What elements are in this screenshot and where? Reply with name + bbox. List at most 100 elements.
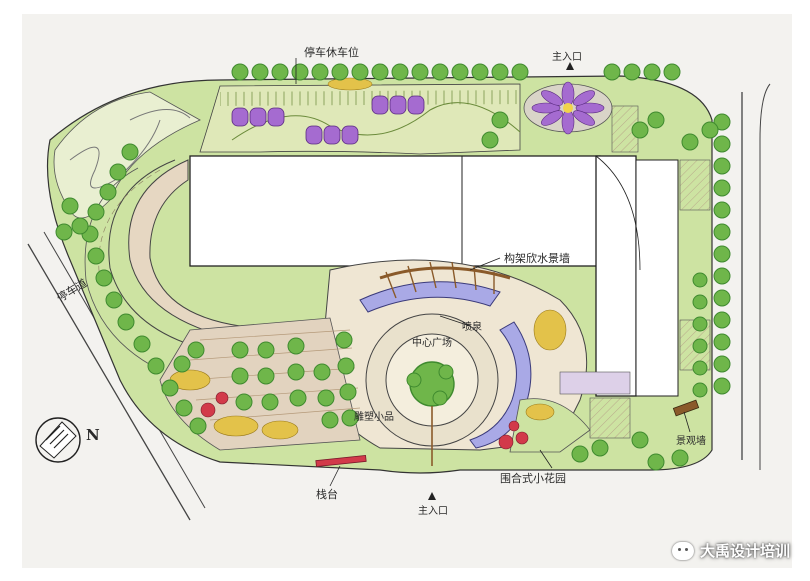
tree [55,223,73,241]
red-ornamental-trees [200,391,529,450]
tree [713,245,731,263]
tree [491,111,509,129]
tree [623,63,641,81]
tree [692,382,708,398]
pergola-beams [385,261,495,299]
tree [713,289,731,307]
feature-frame-water-wall [359,281,501,313]
tree [105,291,123,309]
label-sculpture: 雕塑小品 [354,410,394,423]
tree [591,439,609,457]
tree [713,355,731,373]
tree [337,357,355,375]
tree [692,360,708,376]
tree [713,377,731,395]
tree [411,63,429,81]
tree [471,63,489,81]
tree [406,372,422,388]
tree [231,367,249,385]
label-parking-bay: 停车休车位 [304,45,359,59]
tree [692,294,708,310]
tree [631,431,649,449]
leader-landscape-wall [683,411,691,433]
tree [335,331,353,349]
parking-bay-stripes [220,90,520,106]
tree [713,223,731,241]
leader-stage [329,465,341,487]
label-feature-frame: 构架欣水景墙 [504,251,570,265]
tree [313,363,331,381]
tree [681,133,699,151]
road-edge-east-outer [759,83,771,470]
tree [713,333,731,351]
tree [431,63,449,81]
tree [95,269,113,287]
tree [631,121,649,139]
tree [257,367,275,385]
tree [317,389,335,407]
tree [231,341,249,359]
tree [109,163,127,181]
label-stage: 栈台 [316,487,338,501]
tree [647,453,665,471]
tree [643,63,661,81]
road-edge-west [27,243,191,521]
tree [713,157,731,175]
label-landscape-wall: 景观墙 [676,434,706,447]
leader-courtyard-garden [539,449,553,469]
main-building [189,155,601,267]
leader-feature-frame [469,257,501,271]
tree [692,338,708,354]
label-courtyard-garden: 围合式小花园 [500,471,566,485]
tree [663,63,681,81]
watermark: 大禹设计培训 [671,540,790,561]
tree [87,203,105,221]
fountain-water-channel [469,321,532,449]
tree [331,63,349,81]
east-hatched-paving-1 [679,159,711,211]
tree [87,247,105,265]
tree [61,197,79,215]
tree [291,63,309,81]
label-main-entrance-bottom: 主入口 [418,505,448,517]
tree [713,135,731,153]
tree [351,63,369,81]
label-fountain: 喷泉 [462,320,482,333]
tree [713,179,731,197]
top-entrance-arrow-icon [566,62,574,70]
tree [117,313,135,331]
tree [189,417,207,435]
north-path-curve [231,102,521,141]
north-arrow-compass-icon [35,417,81,463]
tree [187,341,205,359]
tree [147,357,165,375]
tree [235,393,253,411]
tree [491,63,509,81]
tree [713,201,731,219]
tree [287,363,305,381]
tree [257,341,275,359]
tree-group [55,63,731,471]
tree [451,63,469,81]
wechat-icon [671,541,694,560]
tree [121,143,139,161]
tree [289,389,307,407]
tree [391,63,409,81]
tree [481,131,499,149]
tree [692,316,708,332]
northwest-winding-path [69,119,161,189]
tree [341,409,359,427]
tree [701,121,719,139]
label-main-entrance-top: 主入口 [552,51,582,63]
label-compass-n: N [86,426,100,444]
tree [71,217,89,235]
tree [671,449,689,467]
tree [287,337,305,355]
tree [438,364,454,380]
landscape-wall-feature [672,399,700,417]
tree [339,383,357,401]
east-wing [595,155,637,397]
tree [571,445,589,463]
bottom-entrance-arrow-icon [428,492,436,500]
